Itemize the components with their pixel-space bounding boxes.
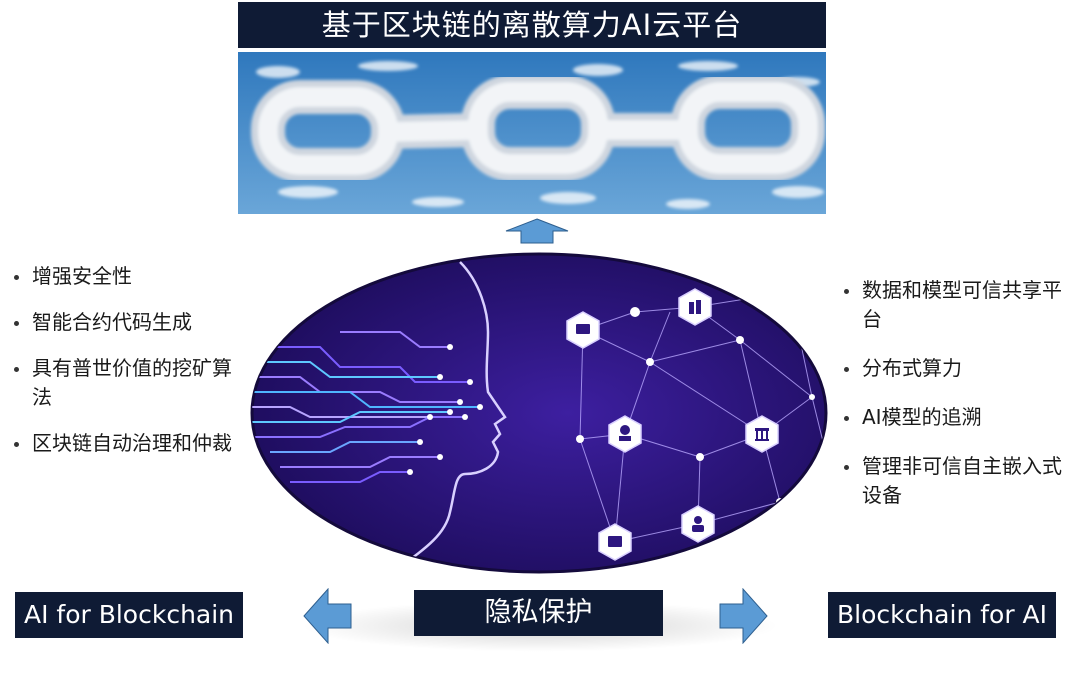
right-arrow-icon bbox=[719, 588, 768, 644]
left-bullet-list: 增强安全性 智能合约代码生成 具有普世价值的挖矿算法 区块链自动治理和仲裁 bbox=[8, 262, 248, 475]
up-arrow-icon bbox=[505, 218, 569, 244]
left-arrow-icon bbox=[303, 588, 352, 644]
list-item: AI模型的追溯 bbox=[838, 403, 1070, 432]
diagram-title: 基于区块链的离散算力AI云平台 bbox=[238, 2, 826, 48]
privacy-protection-label: 隐私保护 bbox=[414, 590, 663, 636]
list-item: 增强安全性 bbox=[8, 262, 248, 291]
list-item: 具有普世价值的挖矿算法 bbox=[8, 354, 248, 412]
list-item: 分布式算力 bbox=[838, 354, 1070, 383]
ai-for-blockchain-label: AI for Blockchain bbox=[15, 592, 243, 638]
list-item: 管理非可信自主嵌入式设备 bbox=[838, 452, 1070, 510]
list-item: 数据和模型可信共享平台 bbox=[838, 276, 1070, 334]
list-item: 区块链自动治理和仲裁 bbox=[8, 429, 248, 458]
ai-network-illustration bbox=[250, 252, 828, 574]
blockchain-for-ai-label: Blockchain for AI bbox=[828, 592, 1056, 638]
list-item: 智能合约代码生成 bbox=[8, 308, 248, 337]
right-bullet-list: 数据和模型可信共享平台 分布式算力 AI模型的追溯 管理非可信自主嵌入式设备 bbox=[838, 276, 1070, 530]
cloud-chain-image bbox=[238, 52, 826, 214]
